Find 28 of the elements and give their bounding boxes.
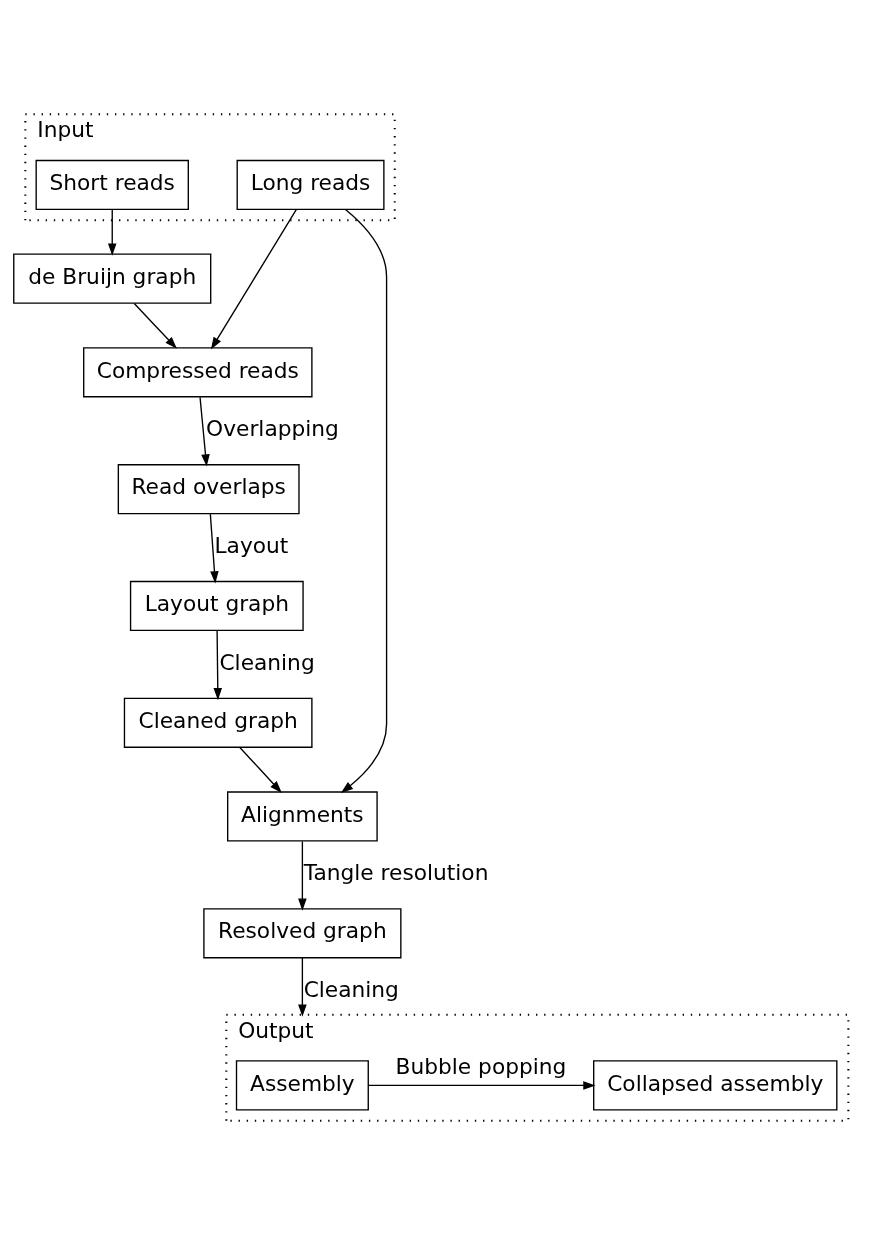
edge-label: Bubble popping <box>395 1053 567 1079</box>
arrow <box>298 956 307 1017</box>
node-box: Assembly <box>235 1059 369 1110</box>
node-box: Compressed reads <box>83 346 313 397</box>
node-box: Layout graph <box>129 580 304 631</box>
arrow <box>298 840 307 911</box>
node-box: Read overlaps <box>117 463 300 514</box>
node-box: Cleaned graph <box>123 697 313 748</box>
arrow <box>210 208 297 350</box>
arrow <box>209 512 219 583</box>
node-box: Alignments <box>227 790 378 842</box>
arrow <box>367 1080 596 1090</box>
node-box: Long reads <box>236 159 385 210</box>
edge-label: Overlapping <box>206 415 339 441</box>
node-box: Short reads <box>35 159 189 210</box>
arrow <box>213 629 223 700</box>
arrow <box>133 302 177 349</box>
edge-label: Cleaning <box>219 649 315 675</box>
node-box: Collapsed assembly <box>593 1059 838 1110</box>
edge-label: Tangle resolution <box>303 859 489 885</box>
node-box: Resolved graph <box>203 907 402 958</box>
arrow <box>199 396 210 467</box>
arrow <box>107 208 117 256</box>
node-box: de Bruijn graph <box>13 253 212 304</box>
edge-label: Layout <box>214 532 289 558</box>
arrow <box>239 746 282 793</box>
arrow <box>340 208 388 793</box>
edge-label: Cleaning <box>303 976 399 1002</box>
